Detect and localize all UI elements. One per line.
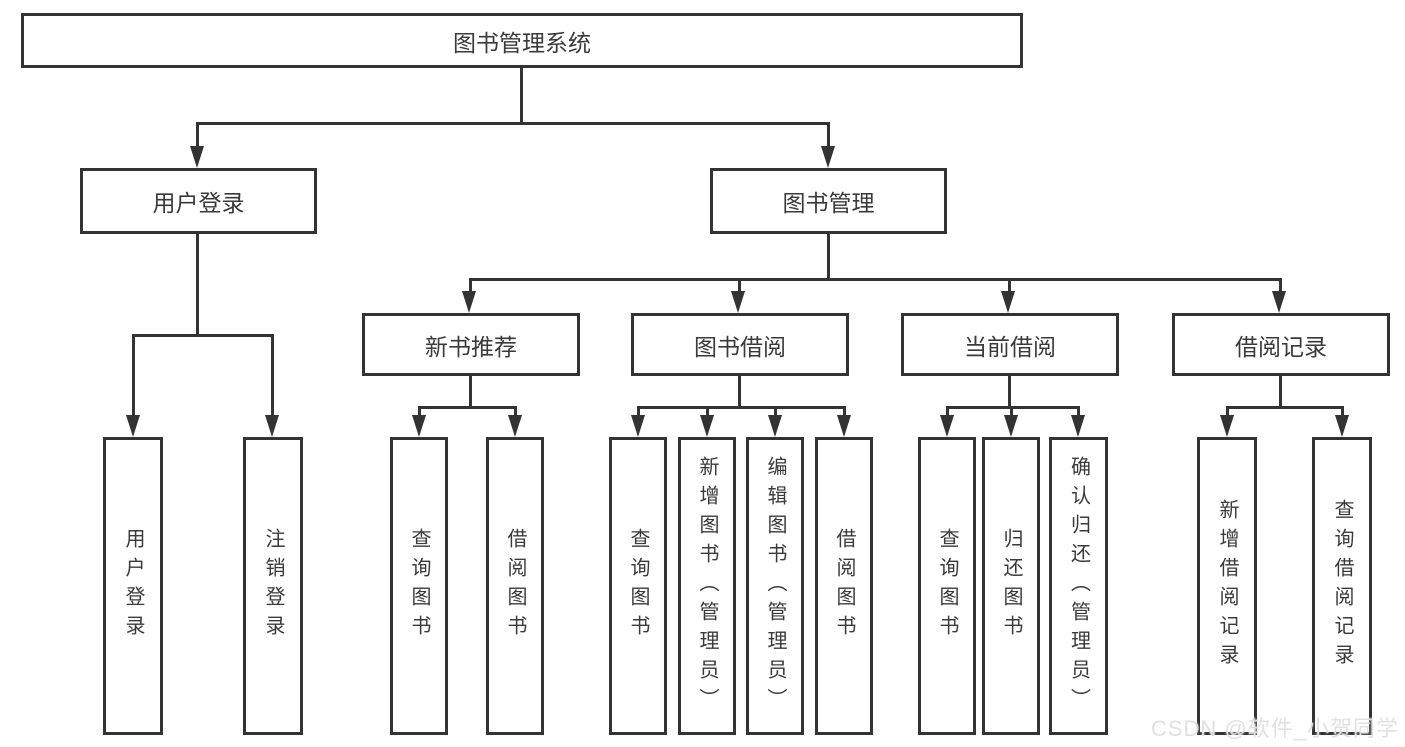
leaf-label: 用户登录 [122, 528, 144, 644]
node-leaf-borrowmgmt-edit: 编辑图书（管理员） [746, 437, 804, 735]
node-book-management: 图书管理 [710, 168, 947, 234]
arrow-down-icon [1335, 415, 1349, 437]
arrow-down-icon [508, 415, 522, 437]
connector-vline [843, 406, 846, 417]
connector-vline [1279, 278, 1282, 293]
connector-vline [469, 376, 472, 408]
arrow-down-icon [631, 415, 645, 437]
node-user-login: 用户登录 [80, 168, 317, 234]
arrow-down-icon [821, 146, 835, 168]
connector-vline [514, 406, 517, 417]
node-leaf-current-confirm: 确认归还（管理员） [1049, 437, 1108, 735]
arrow-down-icon [731, 291, 745, 313]
connector-vline [1279, 376, 1282, 408]
arrow-down-icon [265, 415, 279, 437]
arrow-down-icon [190, 146, 204, 168]
arrow-down-icon [412, 415, 426, 437]
leaf-label: 编辑图书（管理员） [764, 455, 786, 717]
node-current-borrowing: 当前借阅 [901, 313, 1119, 376]
connector-vline [1341, 406, 1344, 417]
connector-vline [1226, 406, 1229, 417]
node-leaf-records-add: 新增借阅记录 [1197, 437, 1257, 735]
arrow-down-icon [1001, 291, 1015, 313]
arrow-down-icon [940, 415, 954, 437]
connector-vline [196, 122, 199, 148]
arrow-down-icon [837, 415, 851, 437]
node-leaf-records-query: 查询借阅记录 [1312, 437, 1372, 735]
connector-vline [827, 122, 830, 148]
arrow-down-icon [1071, 415, 1085, 437]
leaf-label: 查询图书 [408, 528, 430, 644]
connector-vline [827, 234, 830, 280]
connector-vline [706, 406, 709, 417]
connector-vline [1010, 406, 1013, 417]
node-leaf-borrowmgmt-add: 新增图书（管理员） [678, 437, 736, 735]
leaf-label: 查询图书 [627, 528, 649, 644]
node-leaf-current-query: 查询图书 [918, 437, 976, 735]
leaf-label: 借阅图书 [504, 528, 526, 644]
connector-vline [271, 334, 274, 416]
arrow-down-icon [1272, 291, 1286, 313]
node-new-book-recommend: 新书推荐 [362, 313, 580, 376]
arrow-down-icon [700, 415, 714, 437]
node-leaf-logout: 注销登录 [243, 437, 303, 735]
connector-vline [774, 406, 777, 417]
node-leaf-login: 用户登录 [103, 437, 163, 735]
connector-vline [418, 406, 421, 417]
leaf-label: 查询借阅记录 [1331, 499, 1353, 673]
connector-hline [132, 334, 274, 337]
node-leaf-recommend-borrow: 借阅图书 [486, 437, 544, 735]
leaf-label: 新增图书（管理员） [696, 455, 718, 717]
connector-vline [132, 334, 135, 416]
connector-vline [1077, 406, 1080, 417]
connector-vline [520, 68, 523, 124]
node-book-borrowing: 图书借阅 [631, 313, 849, 376]
connector-hline [418, 406, 517, 409]
connector-vline [196, 234, 199, 336]
arrow-down-icon [126, 415, 140, 437]
arrow-down-icon [1220, 415, 1234, 437]
node-leaf-borrowmgmt-borrow: 借阅图书 [815, 437, 873, 735]
leaf-label: 注销登录 [262, 528, 284, 644]
leaf-label: 借阅图书 [833, 528, 855, 644]
connector-vline [1008, 376, 1011, 408]
connector-vline [469, 278, 472, 293]
connector-vline [1008, 278, 1011, 293]
connector-hline [637, 406, 846, 409]
arrow-down-icon [768, 415, 782, 437]
node-leaf-current-return: 归还图书 [982, 437, 1040, 735]
node-root-library-system: 图书管理系统 [21, 13, 1023, 68]
connector-vline [946, 406, 949, 417]
connector-vline [738, 278, 741, 293]
leaf-label: 确认归还（管理员） [1067, 455, 1090, 717]
csdn-watermark: CSDN @软件_小贺同学 [1150, 716, 1399, 741]
connector-hline [946, 406, 1080, 409]
leaf-label: 归还图书 [1000, 528, 1022, 644]
connector-hline [196, 122, 830, 125]
node-leaf-recommend-query: 查询图书 [390, 437, 448, 735]
leaf-label: 新增借阅记录 [1216, 499, 1238, 673]
arrow-down-icon [462, 291, 476, 313]
arrow-down-icon [1004, 415, 1018, 437]
connector-vline [637, 406, 640, 417]
connector-vline [738, 376, 741, 408]
connector-hline [469, 278, 1282, 281]
node-borrowing-records: 借阅记录 [1172, 313, 1390, 376]
node-leaf-borrowmgmt-query: 查询图书 [609, 437, 667, 735]
leaf-label: 查询图书 [936, 528, 958, 644]
connector-hline [1226, 406, 1344, 409]
